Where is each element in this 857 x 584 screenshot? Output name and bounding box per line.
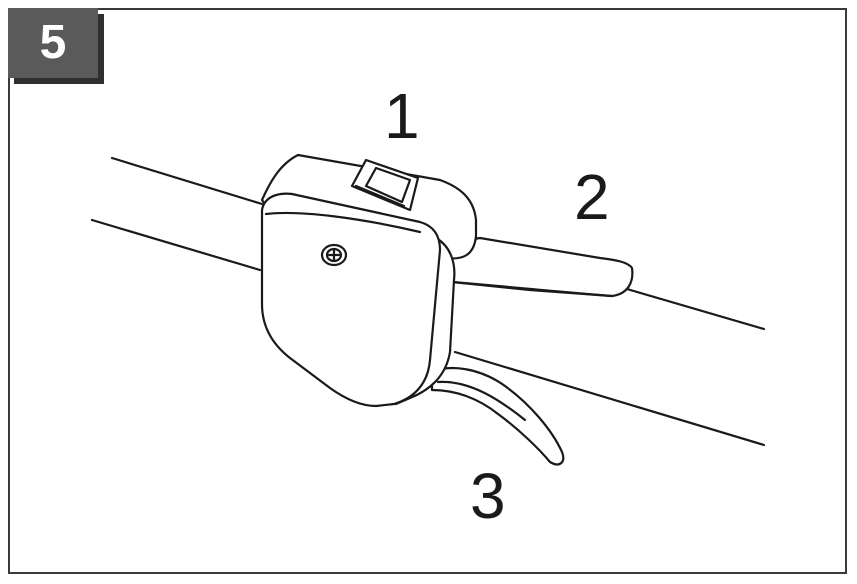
lever-2-edge: [450, 280, 614, 298]
bar-top-right-line: [618, 285, 766, 331]
callout-3: 3: [470, 460, 506, 532]
screw-icon: [320, 243, 348, 267]
bar-bottom-right-line: [453, 350, 766, 447]
bar-bottom-left-line: [90, 218, 262, 272]
switch-1-rocker: [364, 166, 412, 204]
lever-3-shape: [430, 366, 565, 466]
callout-2: 2: [574, 161, 610, 233]
callout-1: 1: [384, 80, 420, 152]
step-number: 5: [39, 16, 67, 69]
lever-3-edge: [436, 380, 527, 422]
switch-1-edge: [354, 184, 406, 208]
handle-front-face: [260, 192, 442, 408]
bar-top-left-line: [110, 156, 264, 206]
handle-face-contour: [264, 211, 422, 234]
step-badge: 5: [8, 8, 98, 78]
